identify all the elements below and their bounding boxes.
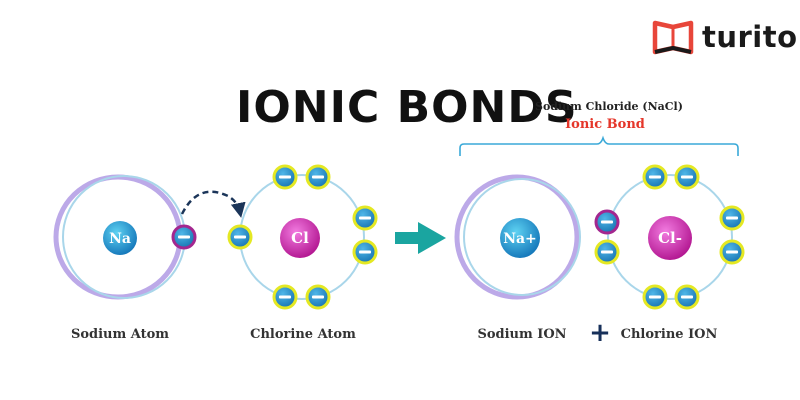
electron (272, 284, 298, 310)
plus-sign: + (589, 318, 611, 348)
electron (305, 284, 331, 310)
electron (719, 239, 745, 265)
chlorine-ion-symbol: Cl- (658, 229, 682, 247)
electron (719, 205, 745, 231)
electron (352, 239, 378, 265)
electron (642, 284, 668, 310)
sodium-ion-label: Sodium ION (477, 327, 567, 342)
electron (594, 209, 620, 235)
chlorine-ion-nucleus (648, 216, 692, 260)
sodium-atom-label: Sodium Atom (70, 327, 170, 342)
sodium-atom: Na (53, 174, 197, 300)
sodium-ion-shell (454, 174, 580, 300)
turito-logo[interactable]: turito (652, 18, 798, 56)
chlorine-nucleus (280, 218, 320, 258)
sodium-ion-orbit (463, 178, 581, 296)
chlorine-atom-label: Chlorine Atom (250, 327, 356, 342)
chlorine-ion-label: Chlorine ION (620, 327, 718, 342)
brand-name: turito (702, 20, 798, 54)
electron (642, 164, 668, 190)
electron (594, 239, 620, 265)
chlorine-symbol: Cl (291, 229, 309, 247)
page-title: IONIC BONDS (236, 82, 578, 133)
sodium-nucleus (103, 221, 137, 255)
sodium-ion: Na+ (454, 174, 581, 300)
electron (352, 205, 378, 231)
electron (227, 224, 253, 250)
book-icon (652, 20, 694, 55)
chlorine-atom: Cl (227, 164, 378, 310)
electron (272, 164, 298, 190)
transferred-electron (171, 224, 197, 250)
reaction-arrow (395, 222, 446, 254)
electron (674, 284, 700, 310)
compound-name: Sodium Chloride (NaCl) (535, 100, 683, 113)
sodium-ion-symbol: Na+ (503, 231, 537, 247)
electron (674, 164, 700, 190)
sodium-symbol: Na (109, 231, 131, 247)
bracket (459, 135, 739, 156)
sodium-ion-nucleus (500, 218, 540, 258)
electron (305, 164, 331, 190)
chlorine-ion-orbit (607, 174, 733, 300)
bond-type: Ionic Bond (565, 117, 645, 132)
electron-transfer-arrow (180, 190, 246, 218)
chlorine-ion: Cl- (594, 164, 745, 310)
